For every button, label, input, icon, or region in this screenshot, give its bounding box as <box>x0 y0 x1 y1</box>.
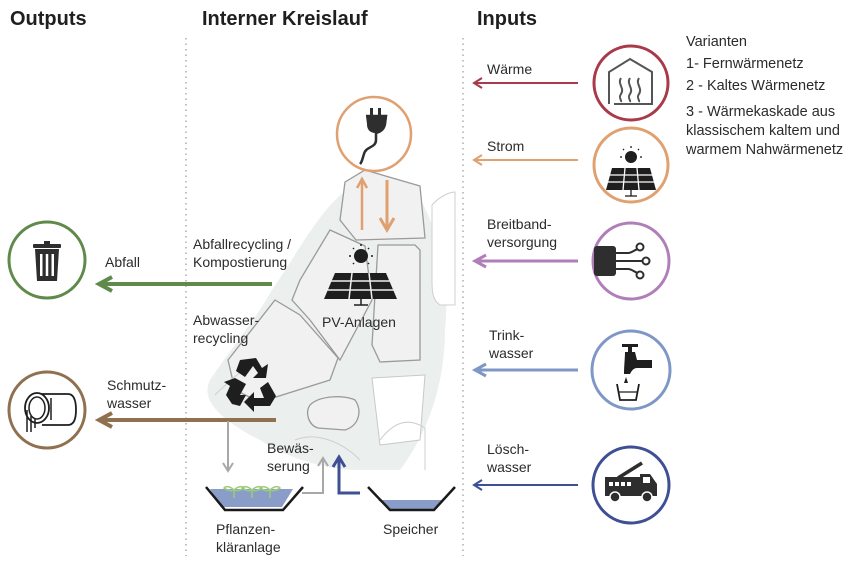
input-label-fire-water: Lösch- wasser <box>487 440 531 476</box>
input-label-broadband: Breitband- versorgung <box>487 215 557 251</box>
variant-item: 3 - Wärmekaskade aus <box>686 104 836 120</box>
output-arrows <box>94 275 276 429</box>
sewage-pipe-icon <box>7 370 87 450</box>
pv-panel-icon <box>324 244 397 306</box>
output-label-line: Schmutz- <box>107 377 167 393</box>
input-label-drinking-water: Trink- wasser <box>489 326 533 362</box>
variant-item: 1- Fernwärmenetz <box>686 56 804 72</box>
fire-truck-icon <box>591 445 671 525</box>
output-label-waste: Abfall <box>105 254 141 270</box>
input-label-line: Trink- <box>489 327 525 343</box>
broadband-cable-icon <box>591 221 671 301</box>
input-arrows <box>471 77 578 491</box>
irrigation-arrows <box>302 454 360 495</box>
solar-panel-icon <box>592 126 670 204</box>
pv-plug-arrows <box>355 176 396 233</box>
variants-title: Varianten <box>686 34 747 50</box>
storage-label: Speicher <box>383 521 439 537</box>
output-label-line: wasser <box>107 395 152 411</box>
heating-house-icon <box>592 44 670 122</box>
waste-recycling-label: Abfallrecycling / Kompostierung <box>193 235 291 271</box>
power-plug-icon <box>335 95 413 173</box>
wastewater-recycling-label: Abwasser- recycling <box>193 311 259 347</box>
plant-treatment-basin <box>205 485 304 512</box>
input-label-line: wasser <box>489 345 534 361</box>
input-label-line: wasser <box>487 459 532 475</box>
label-line: Kompostierung <box>193 254 288 270</box>
label-line: Bewäs- <box>267 440 314 456</box>
input-label-heat: Wärme <box>487 61 533 77</box>
outputs-header: Outputs <box>10 8 87 30</box>
sprout-icons <box>222 485 282 498</box>
plant-treatment-label: Pflanzen- kläranlage <box>216 520 281 556</box>
inputs-header: Inputs <box>477 8 537 30</box>
label-line: recycling <box>193 330 249 346</box>
input-label-line: Lösch- <box>487 441 530 457</box>
input-label-line: Breitband- <box>487 216 552 232</box>
label-line: Abfallrecycling / <box>193 236 292 252</box>
input-label-line: versorgung <box>487 234 558 250</box>
recycling-icon <box>224 358 276 412</box>
label-line: Pflanzen- <box>216 521 276 537</box>
label-line: kläranlage <box>216 539 281 555</box>
water-tap-icon <box>590 329 672 411</box>
variant-item: warmem Nahwärmenetz <box>686 142 844 158</box>
irrigation-label: Bewäs- serung <box>267 439 314 475</box>
pv-label: PV-Anlagen <box>322 314 396 330</box>
internal-cycle-header: Interner Kreislauf <box>202 8 368 30</box>
sewage-to-treatment-arrow <box>222 421 234 473</box>
storage-basin <box>367 486 456 512</box>
output-label-sewage: Schmutz- wasser <box>107 376 166 412</box>
trash-bin-icon <box>7 220 87 300</box>
input-label-power: Strom <box>487 138 525 154</box>
label-line: serung <box>267 458 310 474</box>
variant-item: klassischem kaltem und <box>686 123 840 139</box>
variant-item: 2 - Kaltes Wärmenetz <box>686 78 826 94</box>
label-line: Abwasser- <box>193 312 260 328</box>
